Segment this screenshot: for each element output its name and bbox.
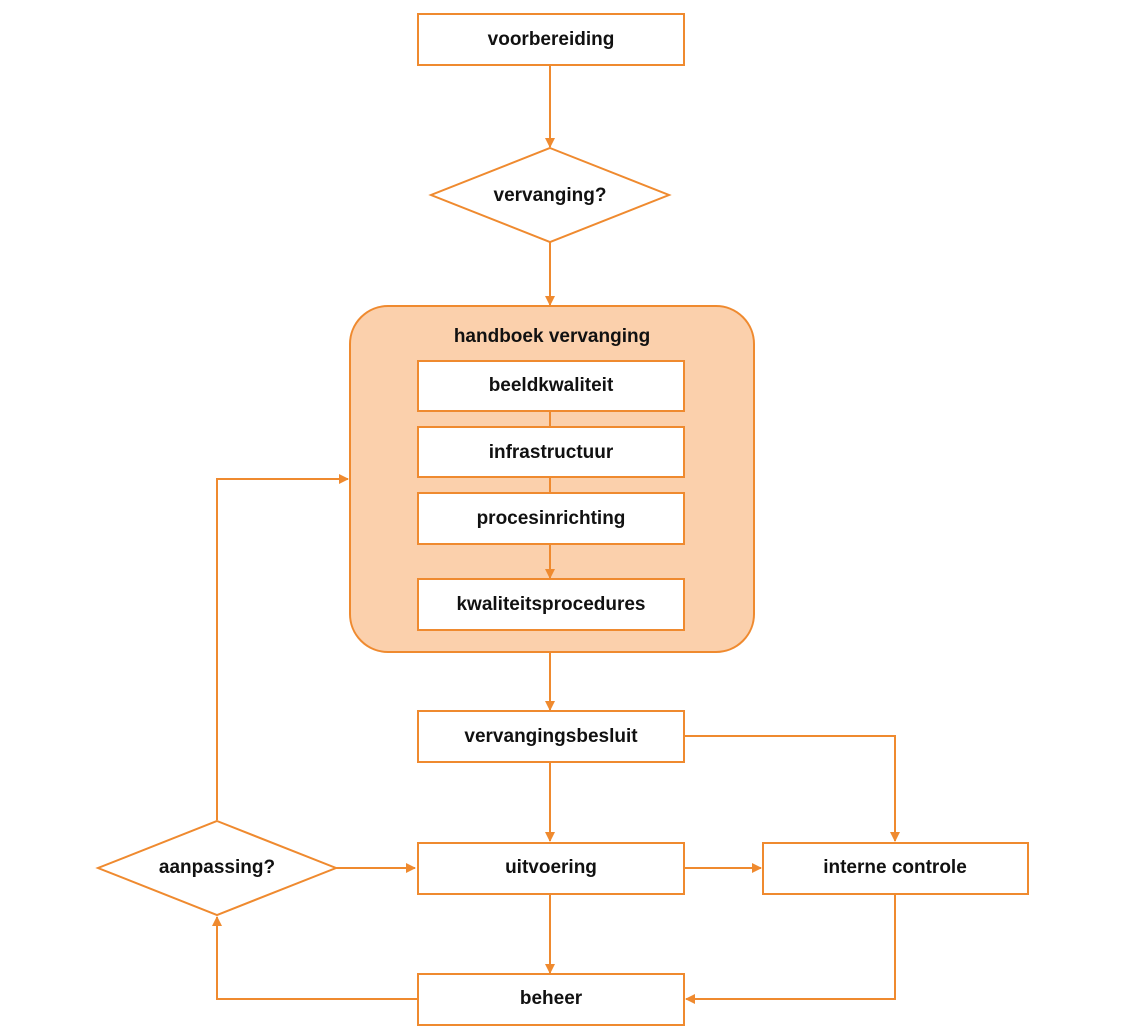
node-beheer-label: beheer xyxy=(520,988,583,1009)
edge-interne-controle-to-beheer xyxy=(685,894,896,1004)
node-voorbereiding-label: voorbereiding xyxy=(488,29,615,50)
node-infrastructuur xyxy=(417,426,685,478)
node-voorbereiding xyxy=(417,13,685,66)
edge-beheer-to-aanpassing xyxy=(212,916,417,1000)
decision-aanpassing-label: aanpassing? xyxy=(159,857,275,878)
edge-vervangingsbesluit-to-interne-controle xyxy=(684,735,900,842)
node-beheer xyxy=(417,973,685,1026)
node-vervangingsbesluit-label: vervangingsbesluit xyxy=(464,726,638,747)
decision-vervanging xyxy=(428,146,672,244)
handboek-vervanging-title: handboek vervanging xyxy=(454,326,650,347)
node-kwaliteitsprocedures xyxy=(417,578,685,631)
node-infrastructuur-label: infrastructuur xyxy=(489,442,614,463)
node-vervangingsbesluit xyxy=(417,710,685,763)
edge-aanpassing-to-handboek xyxy=(216,474,349,820)
node-interne-controle-label: interne controle xyxy=(823,857,967,878)
node-kwaliteitsprocedures-label: kwaliteitsprocedures xyxy=(456,594,645,615)
node-interne-controle xyxy=(762,842,1029,895)
node-procesinrichting-label: procesinrichting xyxy=(477,508,626,529)
node-beeldkwaliteit-label: beeldkwaliteit xyxy=(489,375,614,396)
node-uitvoering-label: uitvoering xyxy=(505,857,597,878)
decision-aanpassing xyxy=(95,819,339,917)
node-procesinrichting xyxy=(417,492,685,545)
node-uitvoering xyxy=(417,842,685,895)
decision-vervanging-label: vervanging? xyxy=(494,185,607,206)
node-beeldkwaliteit xyxy=(417,360,685,412)
